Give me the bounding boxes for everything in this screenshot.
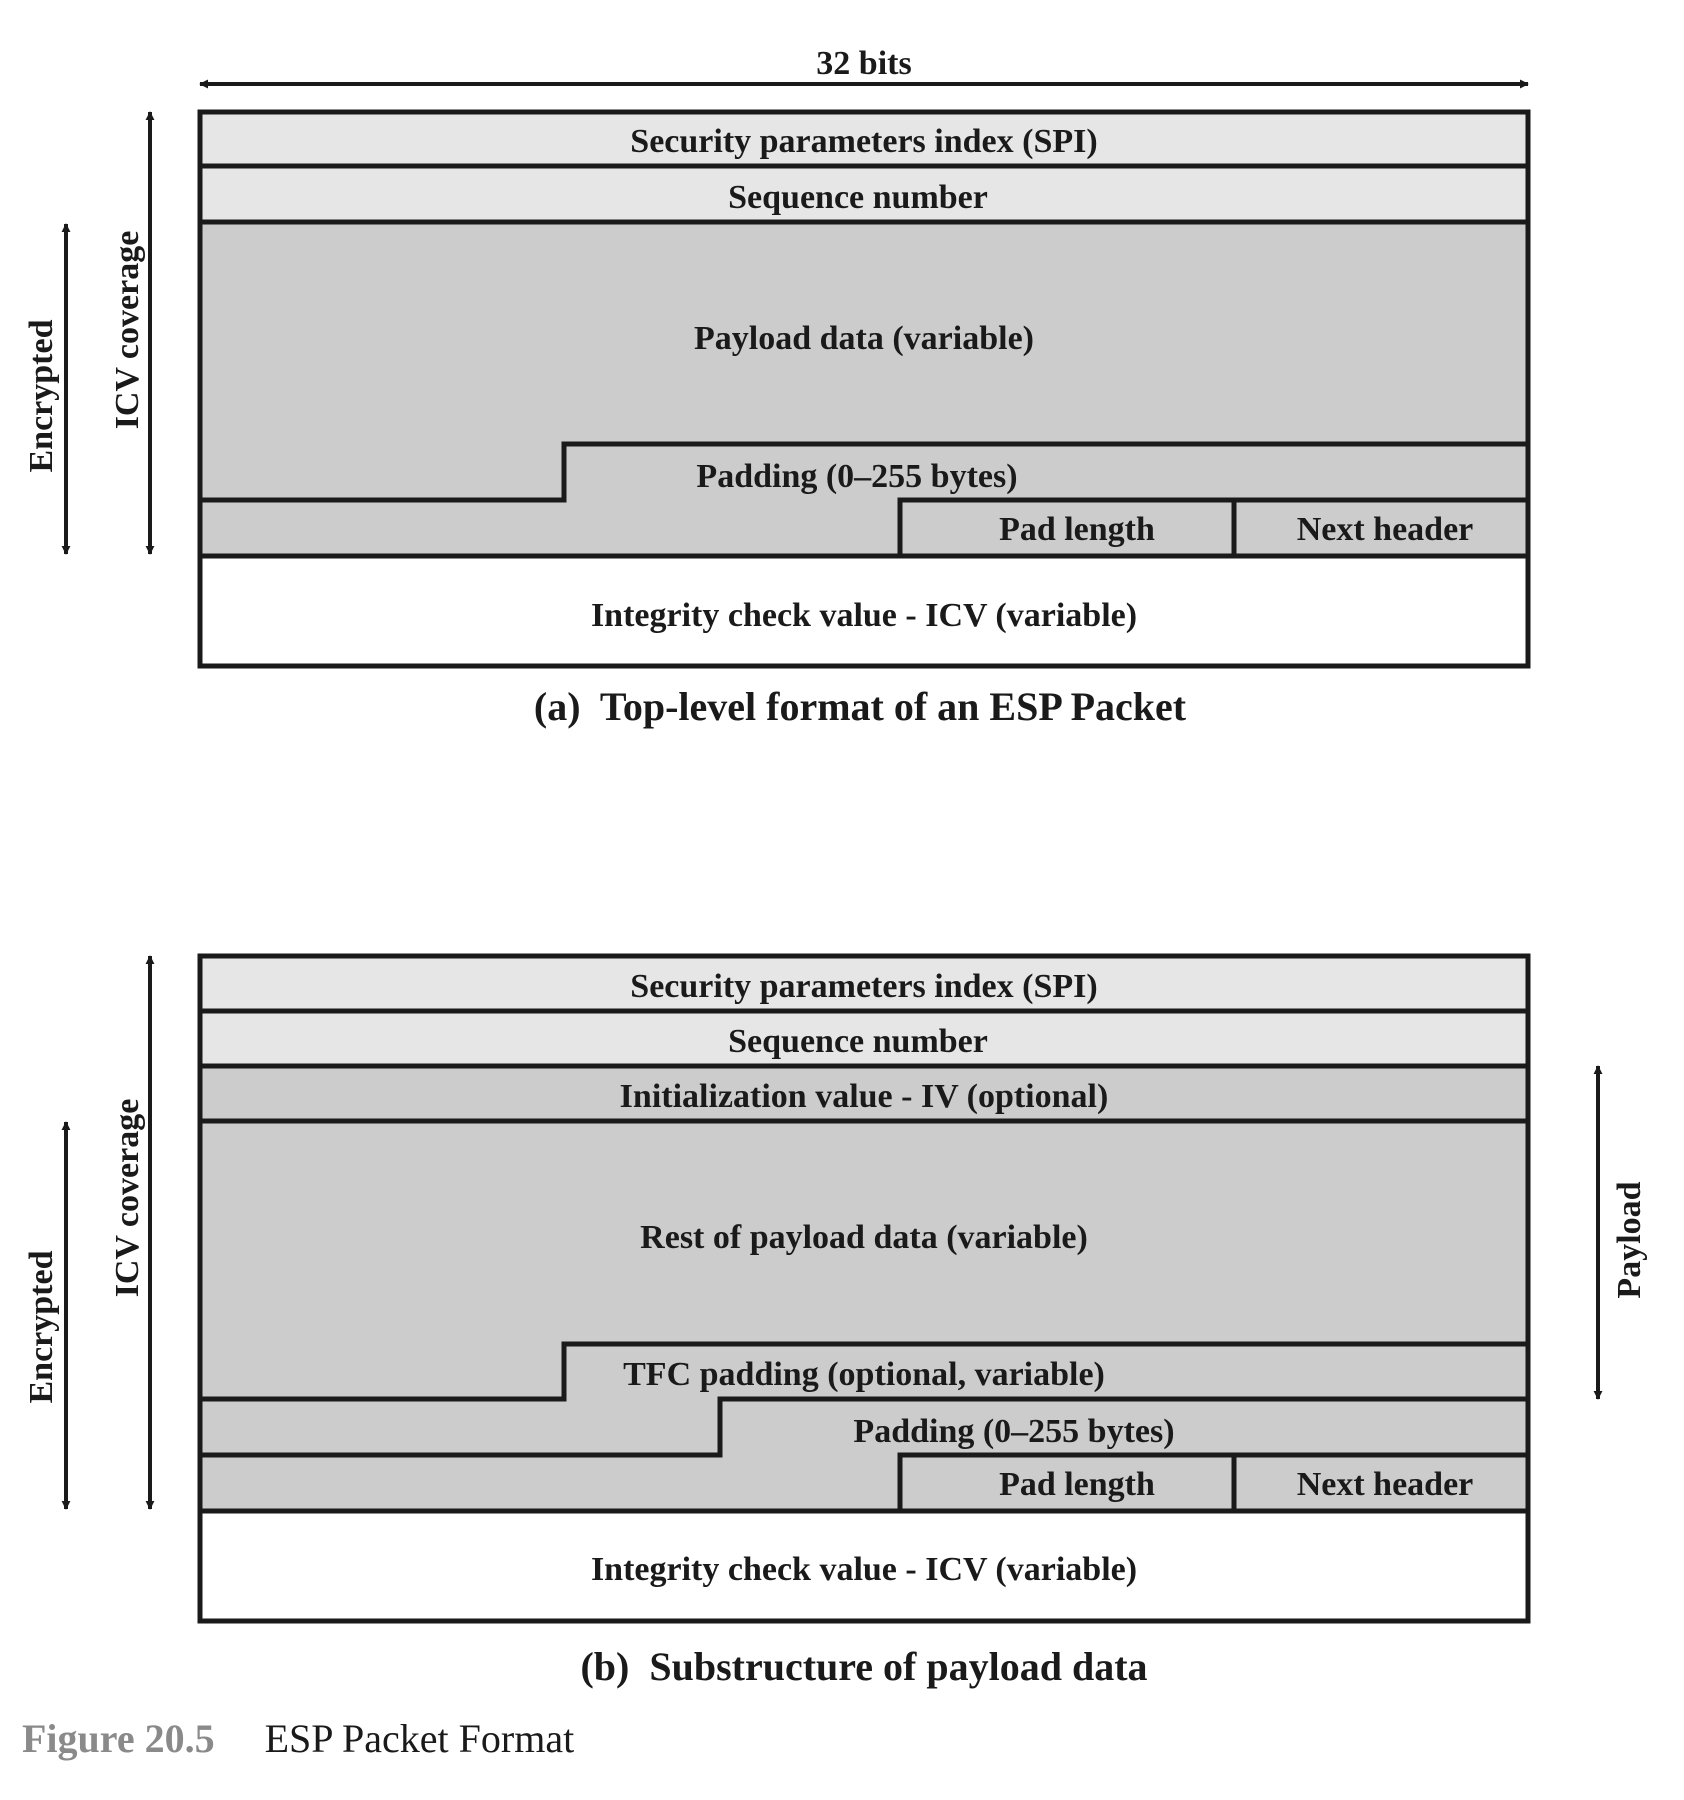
icv-label: Integrity check value - ICV (variable) — [591, 597, 1137, 634]
payload-side-label: Payload — [1611, 1181, 1648, 1298]
payload-label: Rest of payload data (variable) — [640, 1219, 1088, 1256]
caption-b: (b) Substructure of payload data — [580, 1644, 1147, 1689]
spi-label: Security parameters index (SPI) — [630, 123, 1097, 160]
figure-caption: Figure 20.5 ESP Packet Format — [22, 1716, 574, 1761]
encrypted-label: Encrypted — [23, 1250, 60, 1403]
spi-field — [200, 956, 1528, 1011]
padding-label: Padding (0–255 bytes) — [853, 1413, 1174, 1450]
icv-coverage-label: ICV coverage — [109, 231, 146, 430]
icv-label: Integrity check value - ICV (variable) — [591, 1551, 1137, 1588]
diagram-a: 32 bits Security parameters index (SPI) … — [23, 45, 1531, 729]
iv-label: Initialization value - IV (optional) — [620, 1078, 1109, 1115]
sequence-label: Sequence number — [728, 1023, 988, 1060]
sequence-label: Sequence number — [728, 179, 988, 216]
icv-coverage-label: ICV coverage — [109, 1099, 146, 1298]
width-label: 32 bits — [816, 45, 911, 82]
encrypted-label: Encrypted — [23, 319, 60, 472]
iv-field — [200, 1066, 1528, 1121]
tfc-padding-label: TFC padding (optional, variable) — [623, 1356, 1105, 1393]
icv-field — [200, 1511, 1528, 1621]
diagram-b: Security parameters index (SPI) Sequence… — [23, 953, 1648, 1689]
payload-field — [200, 1121, 1528, 1511]
padding-label: Padding (0–255 bytes) — [696, 458, 1017, 495]
next-header-label: Next header — [1297, 511, 1474, 548]
sequence-field — [200, 166, 1528, 222]
payload-field — [200, 222, 1528, 556]
pad-length-label: Pad length — [999, 511, 1155, 548]
pad-length-label: Pad length — [999, 1466, 1155, 1503]
next-header-label: Next header — [1297, 1466, 1474, 1503]
figure-title: ESP Packet Format — [265, 1716, 575, 1761]
figure-number: Figure 20.5 — [22, 1716, 215, 1761]
spi-label: Security parameters index (SPI) — [630, 968, 1097, 1005]
payload-label: Payload data (variable) — [694, 320, 1034, 357]
caption-a: (a) Top-level format of an ESP Packet — [534, 684, 1187, 729]
icv-field — [200, 556, 1528, 666]
spi-field — [200, 112, 1528, 166]
sequence-field — [200, 1011, 1528, 1066]
